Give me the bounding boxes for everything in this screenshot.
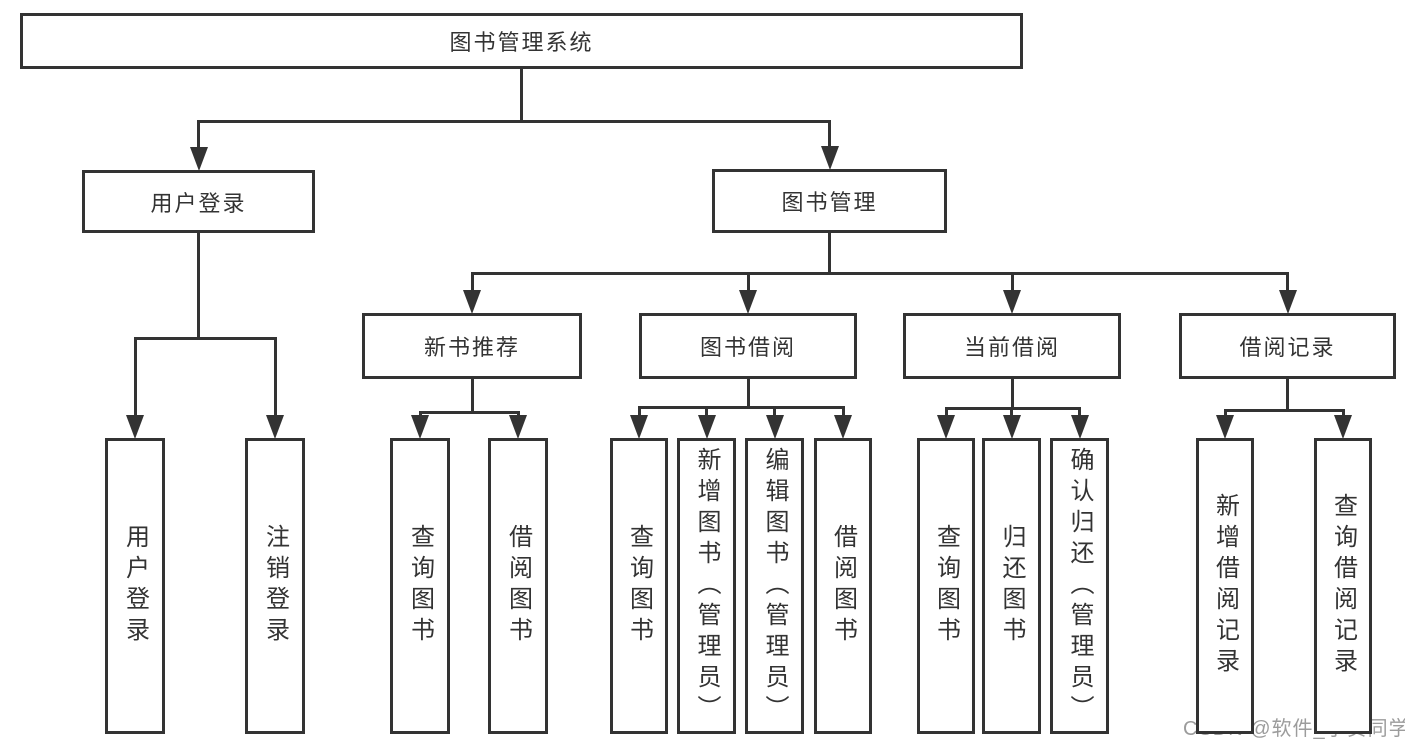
node-label-current-borrow: 当前借阅 bbox=[963, 335, 1060, 360]
node-current-borrow: 当前借阅 bbox=[903, 313, 1121, 379]
arrow-down-icon bbox=[1334, 415, 1352, 439]
node-label-borrow-book-1: 借阅图书 bbox=[504, 524, 532, 648]
node-label-book-borrow: 图书借阅 bbox=[699, 335, 796, 360]
node-label-book-management: 图书管理 bbox=[781, 190, 878, 215]
node-label-query-borrow-record: 查询借阅记录 bbox=[1329, 493, 1357, 679]
node-label-confirm-return-admin: 确认归还（管理员） bbox=[1066, 446, 1093, 726]
node-query-borrow-record: 查询借阅记录 bbox=[1314, 438, 1372, 734]
node-return-book: 归还图书 bbox=[982, 438, 1041, 734]
arrow-down-icon bbox=[463, 290, 481, 314]
node-borrow-book-1: 借阅图书 bbox=[488, 438, 548, 734]
node-borrow-book-2: 借阅图书 bbox=[814, 438, 872, 734]
connector-line bbox=[1010, 272, 1014, 301]
arrow-down-icon bbox=[411, 415, 429, 439]
connector-line bbox=[637, 406, 845, 409]
connector-line bbox=[273, 337, 277, 426]
node-do-logout: 注销登录 bbox=[245, 438, 305, 734]
node-label-query-books-1: 查询图书 bbox=[406, 524, 434, 648]
node-label-do-logout: 注销登录 bbox=[261, 524, 289, 648]
connector-line bbox=[1286, 272, 1289, 301]
arrow-down-icon bbox=[266, 415, 284, 439]
arrow-down-icon bbox=[126, 415, 144, 439]
arrow-down-icon bbox=[1216, 415, 1234, 439]
node-label-new-book-recommend: 新书推荐 bbox=[423, 335, 520, 360]
connector-line bbox=[1223, 409, 1345, 412]
connector-line bbox=[746, 379, 750, 409]
node-query-books-2: 查询图书 bbox=[610, 438, 668, 734]
connector-line bbox=[1286, 379, 1289, 412]
arrow-down-icon bbox=[1003, 290, 1021, 314]
node-do-user-login: 用户登录 bbox=[105, 438, 165, 734]
node-label-borrow-book-2: 借阅图书 bbox=[829, 524, 857, 648]
connector-line bbox=[197, 120, 831, 123]
connector-line bbox=[828, 233, 831, 275]
node-new-book-recommend: 新书推荐 bbox=[362, 313, 582, 379]
arrow-down-icon bbox=[697, 415, 716, 439]
node-confirm-return-admin: 确认归还（管理员） bbox=[1050, 438, 1109, 734]
node-label-do-user-login: 用户登录 bbox=[121, 524, 149, 648]
node-user-login: 用户登录 bbox=[82, 170, 315, 233]
node-edit-book-admin: 编辑图书（管理员） bbox=[745, 438, 804, 734]
arrow-down-icon bbox=[1002, 415, 1021, 439]
node-label-add-borrow-record: 新增借阅记录 bbox=[1211, 493, 1239, 679]
node-label-library-system: 图书管理系统 bbox=[449, 30, 594, 55]
node-library-system: 图书管理系统 bbox=[20, 13, 1023, 69]
node-query-books-3: 查询图书 bbox=[917, 438, 975, 734]
connector-line bbox=[133, 337, 137, 426]
node-label-borrow-records: 借阅记录 bbox=[1239, 335, 1336, 360]
node-query-books-1: 查询图书 bbox=[390, 438, 450, 734]
arrow-down-icon bbox=[1070, 415, 1089, 439]
connector-line bbox=[746, 272, 750, 301]
node-label-return-book: 归还图书 bbox=[998, 524, 1025, 648]
arrow-down-icon bbox=[765, 415, 784, 439]
connector-line bbox=[1010, 379, 1014, 410]
arrow-down-icon bbox=[1278, 290, 1297, 314]
connector-line bbox=[197, 233, 200, 340]
node-label-add-book-admin: 新增图书（管理员） bbox=[693, 446, 720, 726]
arrow-down-icon bbox=[937, 415, 955, 439]
node-book-borrow: 图书借阅 bbox=[639, 313, 857, 379]
connector-line bbox=[470, 379, 474, 414]
node-label-user-login: 用户登录 bbox=[150, 190, 247, 216]
node-book-management: 图书管理 bbox=[712, 169, 947, 233]
connector-line bbox=[133, 337, 277, 340]
node-label-query-books-3: 查询图书 bbox=[932, 524, 960, 648]
node-add-book-admin: 新增图书（管理员） bbox=[677, 438, 736, 734]
connector-line bbox=[197, 120, 200, 158]
connector-line bbox=[520, 69, 523, 123]
arrow-down-icon bbox=[820, 146, 839, 170]
connector-line bbox=[418, 411, 520, 414]
connector-line bbox=[828, 120, 831, 157]
connector-line bbox=[470, 272, 1289, 275]
arrow-down-icon bbox=[509, 415, 527, 439]
connector-line bbox=[470, 272, 474, 301]
node-label-edit-book-admin: 编辑图书（管理员） bbox=[761, 446, 788, 726]
arrow-down-icon bbox=[834, 415, 852, 439]
node-label-query-books-2: 查询图书 bbox=[625, 524, 653, 648]
node-add-borrow-record: 新增借阅记录 bbox=[1196, 438, 1254, 734]
arrow-down-icon bbox=[630, 415, 648, 439]
node-borrow-records: 借阅记录 bbox=[1179, 313, 1396, 379]
arrow-down-icon bbox=[739, 290, 757, 314]
arrow-down-icon bbox=[189, 147, 208, 171]
